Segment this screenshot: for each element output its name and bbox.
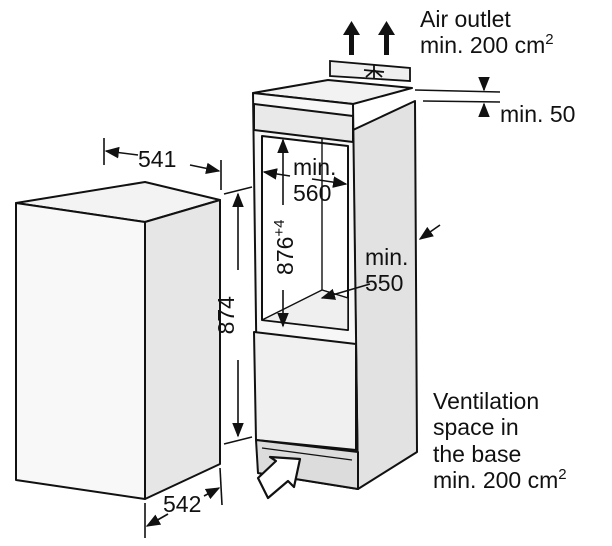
air-outlet-arrow-right (378, 21, 395, 55)
height-extension-bottom (223, 436, 253, 445)
niche-depth-value: 550 (365, 270, 404, 297)
housing-cabinet (252, 79, 418, 490)
air-outlet-label: Air outlet min. 200 cm2 (420, 6, 554, 59)
air-outlet-vent (329, 60, 411, 82)
air-outlet-line1: Air outlet (420, 6, 511, 32)
air-outlet-arrows (343, 21, 395, 55)
lower-appliance-front (253, 331, 357, 451)
depth-dimension-left-arrow (145, 513, 169, 527)
side-pointer (418, 224, 441, 240)
depth-extension-right (219, 467, 223, 506)
ventilation-line4: min. 200 cm2 (433, 467, 567, 493)
ventilation-line4-main: min. 200 cm (433, 467, 559, 494)
appliance-box (15, 181, 221, 500)
niche-height-value: 876 (271, 236, 298, 275)
niche-width-prefix: min. (293, 154, 337, 180)
niche-width-value: 560 (293, 180, 332, 207)
appliance-width-label: 541 (138, 146, 177, 172)
gap-line-lower (422, 100, 501, 103)
niche-height-tolerance: +4 (270, 219, 288, 237)
housing-top-band (253, 103, 354, 143)
gap-dimension (414, 77, 501, 117)
vent-symbol-diag-right (373, 69, 383, 78)
air-outlet-line2: min. 200 cm2 (420, 32, 554, 58)
appliance-depth-label: 542 (163, 491, 202, 517)
side-pointer-arrow (418, 224, 441, 240)
ventilation-line3: the base (433, 440, 522, 467)
niche-depth-prefix: min. (365, 244, 409, 270)
gap-line-upper (414, 89, 501, 93)
niche-depth-dimension (320, 283, 371, 300)
niche-height-label: 876+4 (270, 212, 298, 282)
niche-width-right-arrow (311, 176, 348, 188)
appliance-height-dimension (223, 186, 253, 445)
ventilation-line2: space in (433, 414, 519, 441)
ventilation-line1: Ventilation (433, 388, 540, 414)
air-outlet-line2-main: min. 200 cm (420, 32, 546, 59)
niche-depth-arrow (320, 283, 371, 300)
width-dimension-right-arrow (189, 162, 221, 175)
ventilation-line4-sup: 2 (558, 466, 567, 484)
appliance-depth-dimension (144, 467, 223, 538)
niche-width-label: min. 560 (293, 154, 336, 207)
appliance-front-face (15, 202, 146, 500)
niche-depth-label: min. 550 (365, 244, 408, 297)
width-dimension-left-arrow (104, 146, 139, 159)
depth-dimension-right-arrow (203, 487, 221, 500)
ventilation-label: Ventilation space in the base min. 200 c… (433, 388, 567, 494)
niche-width-left-arrow (262, 168, 291, 180)
appliance-height-label: 874 (212, 296, 239, 335)
niche-width-dimension (262, 168, 348, 188)
gap-label: min. 50 (500, 101, 576, 127)
height-extension-top (223, 186, 253, 195)
base-inlet-arrow (256, 455, 302, 500)
air-outlet-line2-sup: 2 (545, 31, 554, 49)
appliance-side-face (144, 199, 221, 500)
air-outlet-arrow-left (343, 21, 360, 55)
appliance-width-dimension (103, 138, 222, 190)
plinth-vent-line (261, 447, 353, 461)
vent-symbol-diag-left (365, 69, 375, 78)
